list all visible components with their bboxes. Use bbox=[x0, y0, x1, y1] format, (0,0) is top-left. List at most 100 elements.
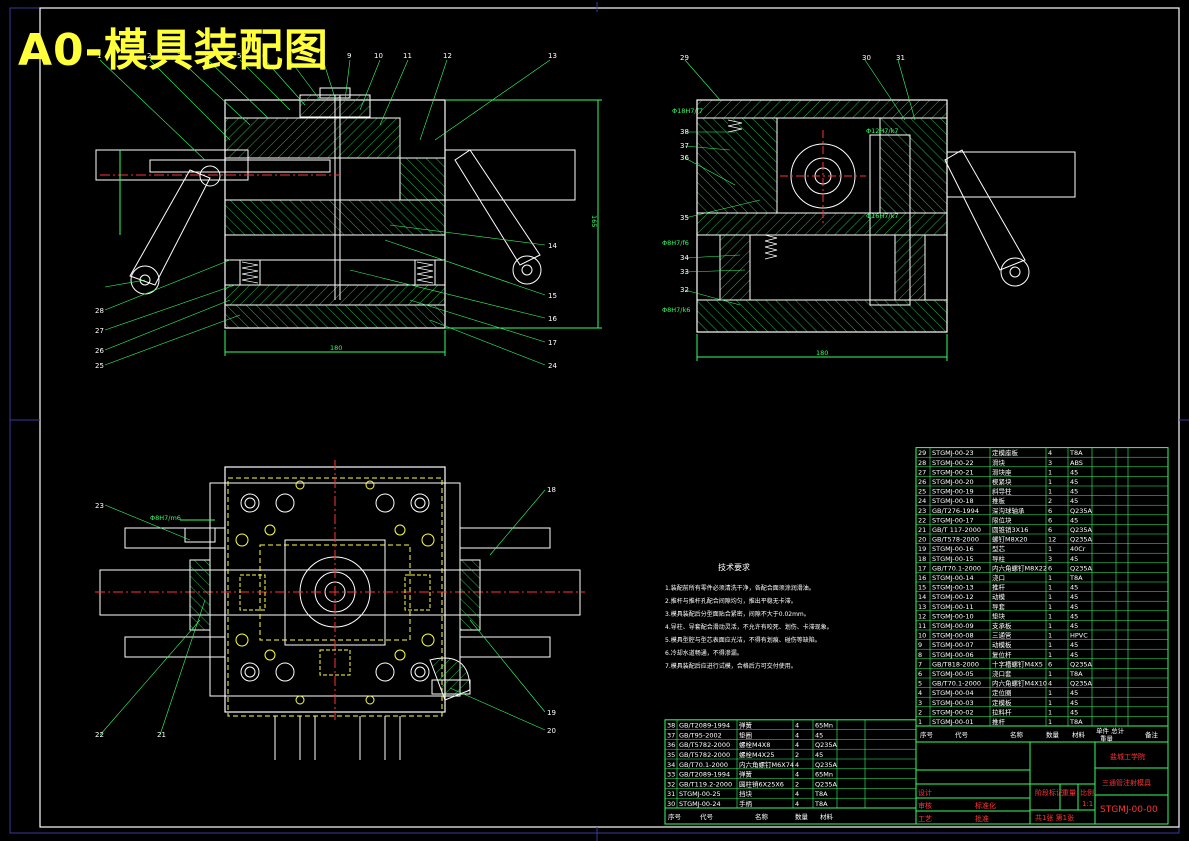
bom-cell-name: 挡块 bbox=[739, 789, 753, 798]
bom-cell-code: STGMJ-00-22 bbox=[932, 459, 974, 467]
bom-cell-name: 定模板 bbox=[992, 698, 1012, 707]
drawing-name: 三通管注射模具 bbox=[1102, 778, 1151, 787]
part-label: 22 bbox=[95, 731, 104, 739]
bom-cell-mat: Q235A bbox=[1070, 507, 1093, 515]
bom-cell-code: GB/T95-2002 bbox=[679, 731, 722, 739]
part-label: 17 bbox=[548, 339, 557, 347]
bom-cell-qty: 4 bbox=[795, 761, 799, 769]
part-label: 31 bbox=[896, 54, 905, 62]
bom-cell-qty: 1 bbox=[1048, 488, 1052, 496]
bom-cell-qty: 4 bbox=[795, 771, 799, 779]
fit-label: Φ8H7/k6 bbox=[662, 306, 690, 314]
bom-cell-no: 13 bbox=[918, 603, 926, 611]
bom-cell-no: 15 bbox=[918, 584, 926, 592]
bom-cell-no: 31 bbox=[667, 790, 675, 798]
bom-cell-qty: 1 bbox=[1048, 641, 1052, 649]
bom-cell-mat: 40Cr bbox=[1070, 545, 1086, 553]
bom-cell-mat: 45 bbox=[1070, 689, 1078, 697]
bom-cell-name: 滑块座 bbox=[992, 467, 1012, 476]
fit-label: Φ18H7/f7 bbox=[672, 107, 703, 115]
bom-cell-no: 28 bbox=[918, 459, 926, 467]
bom-cell-name: 弹簧 bbox=[739, 721, 753, 730]
bom-cell-qty: 1 bbox=[1048, 593, 1052, 601]
part-label: 11 bbox=[403, 52, 412, 60]
bom-cell-mat: 45 bbox=[815, 731, 823, 739]
part-label: 26 bbox=[95, 347, 104, 355]
bom-cell-no: 18 bbox=[918, 555, 926, 563]
bom-cell-code: STGMJ-00-07 bbox=[932, 641, 974, 649]
front-leaders bbox=[99, 59, 551, 366]
bom-cell-mat: 45 bbox=[1070, 488, 1078, 496]
bom-cell-code: STGMJ-00-25 bbox=[679, 790, 721, 798]
bom-cell-no: 19 bbox=[918, 545, 926, 553]
part-label: 6 bbox=[262, 52, 267, 60]
ratio-label: 比例 bbox=[1080, 788, 1094, 797]
bom-cell-no: 4 bbox=[918, 689, 922, 697]
bom-cell-mat: Q235A bbox=[815, 761, 838, 769]
bom-cell-qty: 6 bbox=[1048, 526, 1052, 534]
bom-cell-code: GB/T5782-2000 bbox=[679, 741, 730, 749]
bom-cell-no: 21 bbox=[918, 526, 926, 534]
bom-header-name-left: 名称 bbox=[755, 812, 769, 821]
bom-cell-no: 11 bbox=[918, 622, 926, 630]
bom-cell-qty: 4 bbox=[795, 731, 799, 739]
bom-cell-name: 垫圈 bbox=[739, 730, 752, 739]
bom-cell-no: 17 bbox=[918, 564, 926, 572]
part-label: 27 bbox=[95, 327, 104, 335]
part-label: 38 bbox=[680, 128, 689, 136]
bom-cell-name: 推板 bbox=[992, 496, 1006, 505]
check-label: 审核 bbox=[918, 801, 932, 810]
bom-cell-name: 定位圈 bbox=[992, 688, 1012, 697]
part-label: 8 bbox=[320, 52, 324, 60]
part-label: 25 bbox=[95, 362, 104, 370]
bom-header-qty: 数量 bbox=[1046, 730, 1060, 739]
bom-header-qty-left: 数量 bbox=[795, 812, 809, 821]
bom-cell-mat: T8A bbox=[1069, 574, 1083, 582]
bom-cell-code: GB/T276-1994 bbox=[932, 507, 979, 515]
process-label: 工艺 bbox=[918, 815, 932, 823]
tech-item: 6.冷却水道畅通，不得渗漏。 bbox=[665, 649, 743, 657]
bom-header-code-left: 代号 bbox=[700, 812, 714, 821]
bom-cell-mat: Q235A bbox=[1070, 680, 1093, 688]
bom-cell-code: STGMJ-00-15 bbox=[932, 555, 974, 563]
bom-cell-qty: 3 bbox=[1048, 459, 1052, 467]
bom-cell-code: STGMJ-00-24 bbox=[679, 800, 721, 808]
bom-cell-name: 动模板 bbox=[992, 640, 1012, 649]
bom-cell-qty: 4 bbox=[1048, 449, 1052, 457]
bom-cell-mat: 45 bbox=[1070, 622, 1078, 630]
bom-cell-code: STGMJ-00-05 bbox=[932, 670, 974, 678]
bom-cell-mat: Q235A bbox=[1070, 536, 1093, 544]
side-part-labels: 29 30 31 32 33 34 35 36 37 38 bbox=[680, 54, 905, 294]
bom-cell-no: 5 bbox=[918, 680, 922, 688]
bom-cell-code: STGMJ-00-21 bbox=[932, 468, 974, 476]
bom-cell-mat: 45 bbox=[1070, 708, 1078, 716]
bom-cell-qty: 4 bbox=[795, 800, 799, 808]
bom-cell-code: STGMJ-00-09 bbox=[932, 622, 974, 630]
bom-cell-code: GB/T 117-2000 bbox=[932, 526, 981, 534]
bom-cell-mat: Q235A bbox=[1070, 564, 1093, 572]
part-label: 24 bbox=[548, 362, 557, 370]
bom-cell-name: 斜导柱 bbox=[992, 487, 1012, 496]
bom-cell-no: 24 bbox=[918, 497, 926, 505]
part-label: 2 bbox=[147, 52, 151, 60]
bom-cell-qty: 1 bbox=[1048, 699, 1052, 707]
bom-cell-qty: 6 bbox=[1048, 516, 1052, 524]
bom-cell-code: STGMJ-00-18 bbox=[932, 497, 974, 505]
drawing-frame bbox=[9, 2, 1189, 841]
bom-cell-mat: Q235A bbox=[815, 741, 838, 749]
bom-cell-mat: Q235A bbox=[815, 780, 838, 788]
bom-cell-name: 推杆 bbox=[992, 583, 1006, 592]
bom-cell-mat: T8A bbox=[814, 790, 828, 798]
bom-cell-name: 弹簧 bbox=[739, 770, 753, 779]
bom-cell-name: 拉料杆 bbox=[992, 707, 1012, 716]
bom-cell-code: STGMJ-00-14 bbox=[932, 574, 974, 582]
bom-cell-code: STGMJ-00-19 bbox=[932, 488, 974, 496]
part-label: 16 bbox=[548, 315, 557, 323]
bom-cell-mat: ABS bbox=[1070, 459, 1083, 467]
bom-cell-qty: 4 bbox=[795, 722, 799, 730]
bom-header-remark: 备注 bbox=[1145, 730, 1159, 739]
bom-cell-no: 9 bbox=[918, 641, 922, 649]
bom-cell-no: 3 bbox=[918, 699, 922, 707]
